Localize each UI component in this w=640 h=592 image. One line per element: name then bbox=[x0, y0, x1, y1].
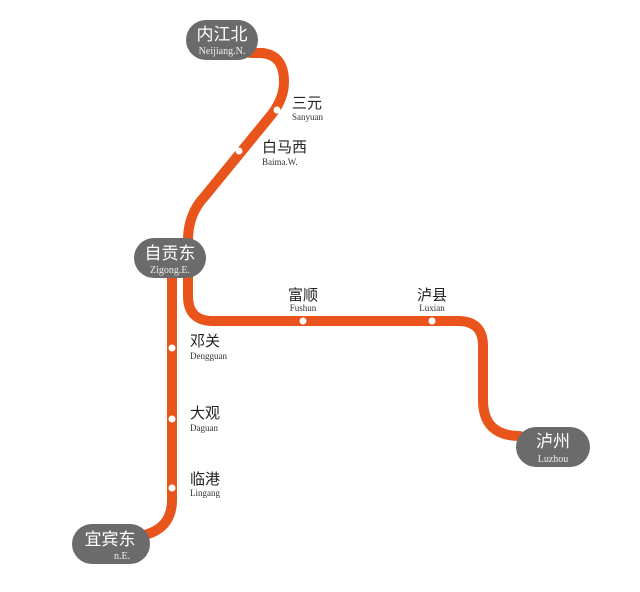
station-label-cn: 临港 bbox=[190, 470, 220, 488]
station-label-en: Luxian bbox=[419, 303, 445, 313]
station-label-cn: 邓关 bbox=[190, 332, 220, 350]
terminal-zigong[interactable]: 自贡东 Zigong.E. bbox=[134, 238, 206, 278]
station-label-en: Sanyuan bbox=[292, 112, 323, 122]
terminal-label-cn: 自贡东 bbox=[145, 244, 196, 264]
station-label-cn: 富顺 bbox=[288, 286, 318, 304]
station-label-en: Fushun bbox=[290, 303, 317, 313]
terminal-label-en: Luzhou bbox=[538, 454, 569, 465]
terminal-label-cn: 宜宾东 bbox=[85, 530, 136, 550]
terminal-label-en: Neijiang.N. bbox=[199, 46, 246, 57]
station-dot-sanyuan[interactable] bbox=[273, 106, 281, 114]
station-dot-baima[interactable] bbox=[235, 147, 243, 155]
station-label-en: Dengguan bbox=[190, 351, 227, 361]
terminal-neijiang[interactable]: 内江北 Neijiang.N. bbox=[186, 20, 258, 60]
station-dot-luxian[interactable] bbox=[428, 317, 436, 325]
terminal-label-en: n.E. bbox=[114, 551, 130, 562]
station-dot-dengguan[interactable] bbox=[168, 344, 176, 352]
line-zigong-yibin bbox=[135, 257, 177, 541]
terminal-yibin[interactable]: 宜宾东 n.E. bbox=[72, 524, 150, 564]
station-label-en: Lingang bbox=[190, 488, 220, 498]
station-label-en: Daguan bbox=[190, 423, 218, 433]
terminal-luzhou[interactable]: 泸州 Luzhou bbox=[516, 427, 590, 467]
line-neijiang-zigong-luzhou bbox=[183, 48, 525, 441]
terminal-label-cn: 泸州 bbox=[536, 432, 570, 452]
station-label-cn: 三元 bbox=[292, 94, 322, 112]
station-dot-fushun[interactable] bbox=[299, 317, 307, 325]
station-label-en: Baima.W. bbox=[262, 157, 298, 167]
station-label-cn: 泸县 bbox=[417, 286, 447, 304]
station-dot-daguan[interactable] bbox=[168, 415, 176, 423]
terminal-label-cn: 内江北 bbox=[197, 25, 248, 45]
station-dot-lingang[interactable] bbox=[168, 484, 176, 492]
terminal-label-en: Zigong.E. bbox=[150, 265, 190, 276]
station-label-cn: 白马西 bbox=[262, 138, 307, 156]
station-label-cn: 大观 bbox=[190, 404, 220, 422]
